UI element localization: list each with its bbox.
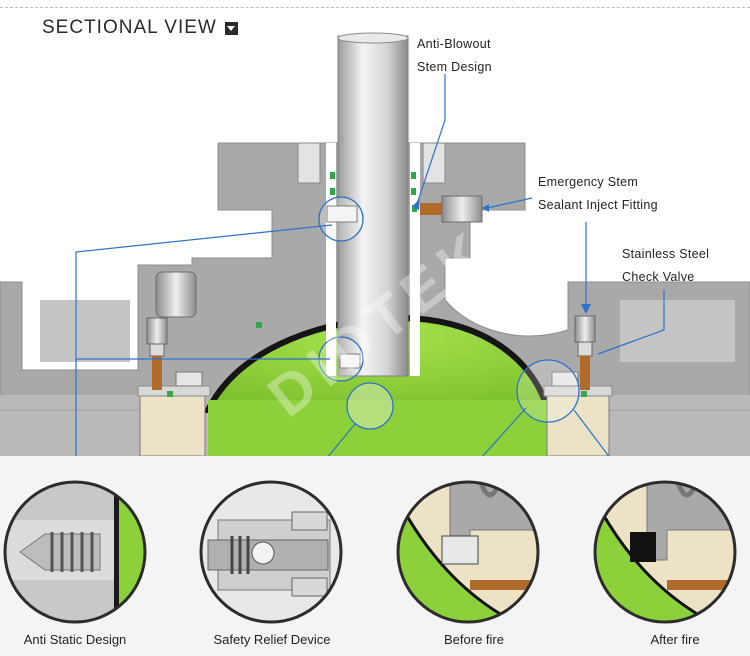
section-title: SECTIONAL VIEW (42, 17, 238, 39)
callout-check-valve: Stainless Steel Check Valve (622, 243, 709, 289)
callout-check-valve-line2: Check Valve (622, 270, 695, 284)
valve-section: DIDTEK (0, 32, 750, 457)
check-valve (574, 315, 596, 343)
sealant-fitting (441, 195, 483, 223)
leader-lines (75, 74, 665, 489)
caption-safety-relief: Safety Relief Device (213, 632, 331, 647)
caption-after-fire: After fire (650, 632, 700, 647)
callout-emergency-stem: Emergency Stem Sealant Inject Fitting (538, 171, 658, 217)
callout-anti-blowout-line2: Stem Design (417, 60, 492, 74)
detail-before-fire (396, 480, 540, 624)
section-title-text: SECTIONAL VIEW (42, 17, 217, 38)
top-divider (0, 7, 750, 8)
callout-anti-blowout-line1: Anti-Blowout (417, 37, 491, 51)
detail-anti-static (3, 480, 147, 624)
detail-safety-relief (199, 480, 343, 624)
seat-left (139, 394, 206, 457)
callout-emergency-stem-line1: Emergency Stem (538, 175, 639, 189)
callout-check-valve-line1: Stainless Steel (622, 247, 710, 261)
callout-anti-blowout: Anti-Blowout Stem Design (417, 33, 492, 79)
caption-anti-static: Anti Static Design (23, 632, 127, 647)
stem (337, 35, 409, 377)
caption-before-fire: Before fire (444, 632, 504, 647)
callout-emergency-stem-line2: Sealant Inject Fitting (538, 198, 658, 212)
seat-right (546, 394, 610, 457)
caret-down-icon[interactable] (224, 21, 238, 35)
